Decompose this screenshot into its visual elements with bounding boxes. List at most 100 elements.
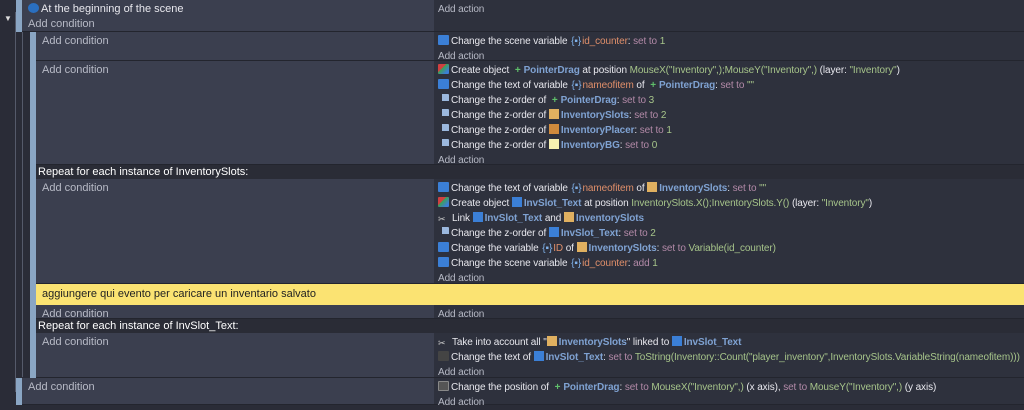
action-text: set to: [661, 243, 689, 254]
action-item[interactable]: Change the scene variable {▪}id_counter:…: [438, 34, 1020, 49]
event-tree-line: [22, 32, 23, 377]
create-object-icon: [438, 64, 449, 74]
sprite-object-icon: [576, 242, 587, 252]
action-text: Change the position of: [451, 382, 552, 393]
action-text: id_counter: [582, 258, 628, 269]
event-block: Add condition Change the position of +Poi…: [0, 378, 1024, 408]
add-condition-button[interactable]: Add condition: [42, 64, 109, 76]
create-object-icon: [438, 197, 449, 207]
action-text: Change the z-order of: [451, 95, 549, 106]
action-text: PointerDrag: [658, 80, 716, 91]
condition-text: At the beginning of the scene: [41, 3, 184, 15]
add-condition-button[interactable]: Add condition: [42, 308, 109, 320]
conditions-column: Add condition: [36, 333, 434, 378]
add-action-button[interactable]: Add action: [438, 155, 485, 166]
actions-column: Create object +PointerDrag at position M…: [434, 61, 1024, 166]
action-text: InventoryBG: [560, 140, 620, 151]
action-text: InvSlot_Text: [683, 337, 742, 348]
action-text: "": [759, 183, 767, 194]
add-condition-button[interactable]: Add condition: [28, 18, 95, 30]
event-drag-handle[interactable]: [30, 305, 36, 319]
event-drag-handle[interactable]: [30, 165, 36, 284]
event-drag-handle[interactable]: [30, 319, 36, 378]
action-text: PointerDrag: [563, 382, 620, 393]
action-text: MouseX("Inventory",): [651, 382, 744, 393]
event-block: Add condition Change the scene variable {…: [0, 32, 1024, 62]
event-drag-handle[interactable]: [30, 61, 36, 165]
action-item[interactable]: Change the text of variable {▪}nameofite…: [438, 181, 1020, 196]
event-drag-handle[interactable]: [30, 32, 36, 61]
action-text: PointerDrag: [560, 95, 617, 106]
add-action-button[interactable]: Add action: [438, 51, 485, 62]
event-drag-handle[interactable]: [16, 0, 22, 32]
action-item[interactable]: Change the z-order of InventoryBG: set t…: [438, 138, 1020, 153]
action-item[interactable]: Change the variable {▪}ID of InventorySl…: [438, 241, 1020, 256]
action-text: :: [656, 243, 662, 254]
action-text: ID: [553, 243, 564, 254]
action-item[interactable]: Change the z-order of InvSlot_Text: set …: [438, 226, 1020, 241]
add-condition-button[interactable]: Add condition: [28, 381, 95, 393]
action-item[interactable]: ✂Link InvSlot_Text and InventorySlots: [438, 211, 1020, 226]
action-item[interactable]: Change the text of InvSlot_Text: set to …: [438, 350, 1020, 365]
variable-icon: [438, 257, 449, 267]
action-text: Change the scene variable: [451, 258, 571, 269]
add-condition-button[interactable]: Add condition: [42, 182, 109, 194]
action-item[interactable]: Change the z-order of +PointerDrag: set …: [438, 93, 1020, 108]
action-text: ): [868, 198, 873, 209]
action-item[interactable]: Change the position of +PointerDrag: set…: [438, 380, 1020, 395]
action-text: ToString(Inventory::Count("player_invent…: [634, 352, 1020, 363]
position-icon: [438, 381, 449, 391]
action-text: Change the z-order of: [451, 228, 549, 239]
action-text: :: [619, 382, 625, 393]
z-order-icon: [438, 139, 449, 149]
add-action-button[interactable]: Add action: [438, 309, 485, 320]
action-text: at position: [579, 65, 630, 76]
variable-scope-icon: {▪}: [571, 183, 582, 194]
add-action-button[interactable]: Add action: [438, 4, 485, 15]
action-text: " linked to: [626, 337, 672, 348]
action-text: add: [633, 258, 653, 269]
action-text: set to: [633, 36, 660, 47]
action-text: :: [618, 228, 624, 239]
action-text: Create object: [451, 65, 512, 76]
variable-icon: [438, 79, 449, 89]
action-item[interactable]: Change the scene variable {▪}id_counter:…: [438, 256, 1020, 271]
collapse-toggle[interactable]: ▼: [4, 14, 12, 23]
action-text: of: [633, 80, 648, 91]
action-item[interactable]: Create object +PointerDrag at position M…: [438, 63, 1020, 78]
add-condition-button[interactable]: Add condition: [42, 35, 109, 47]
actions-column: Change the position of +PointerDrag: set…: [434, 378, 1024, 408]
action-item[interactable]: ✂Take into account all "InventorySlots" …: [438, 335, 1020, 350]
action-text: set to: [623, 228, 651, 239]
variable-scope-icon: {▪}: [571, 258, 582, 269]
action-item[interactable]: Change the z-order of InventorySlots: se…: [438, 108, 1020, 123]
condition-item[interactable]: At the beginning of the scene: [28, 2, 428, 17]
actions-column: Add action: [434, 0, 1024, 32]
action-text: PointerDrag: [523, 65, 580, 76]
event-drag-handle[interactable]: [30, 284, 36, 305]
action-text: 1: [652, 258, 658, 269]
z-order-icon: [438, 94, 449, 104]
action-text: :: [627, 258, 634, 269]
action-text: :: [628, 110, 635, 121]
add-action-button[interactable]: Add action: [438, 397, 485, 408]
scene-start-icon: [28, 3, 39, 13]
action-item[interactable]: Change the z-order of InventoryPlacer: s…: [438, 123, 1020, 138]
add-action-button[interactable]: Add action: [438, 367, 485, 378]
action-text: InventorySlots: [659, 183, 728, 194]
action-text: (x axis),: [743, 382, 784, 393]
variable-icon: [438, 35, 449, 45]
action-text: id_counter: [582, 36, 628, 47]
action-text: InventorySlots.X();InventorySlots.Y(): [631, 198, 790, 209]
action-text: 1: [659, 36, 666, 47]
add-action-button[interactable]: Add action: [438, 273, 485, 284]
event-drag-handle[interactable]: [16, 378, 22, 405]
action-text: :: [715, 80, 721, 91]
add-condition-button[interactable]: Add condition: [42, 336, 109, 348]
action-text: set to: [608, 352, 635, 363]
action-item[interactable]: Change the text of variable {▪}nameofite…: [438, 78, 1020, 93]
action-text: Link: [452, 213, 473, 224]
action-text: Create object: [451, 198, 512, 209]
action-item[interactable]: Create object InvSlot_Text at position I…: [438, 196, 1020, 211]
comment-event[interactable]: aggiungere qui evento per caricare un in…: [36, 284, 1024, 305]
